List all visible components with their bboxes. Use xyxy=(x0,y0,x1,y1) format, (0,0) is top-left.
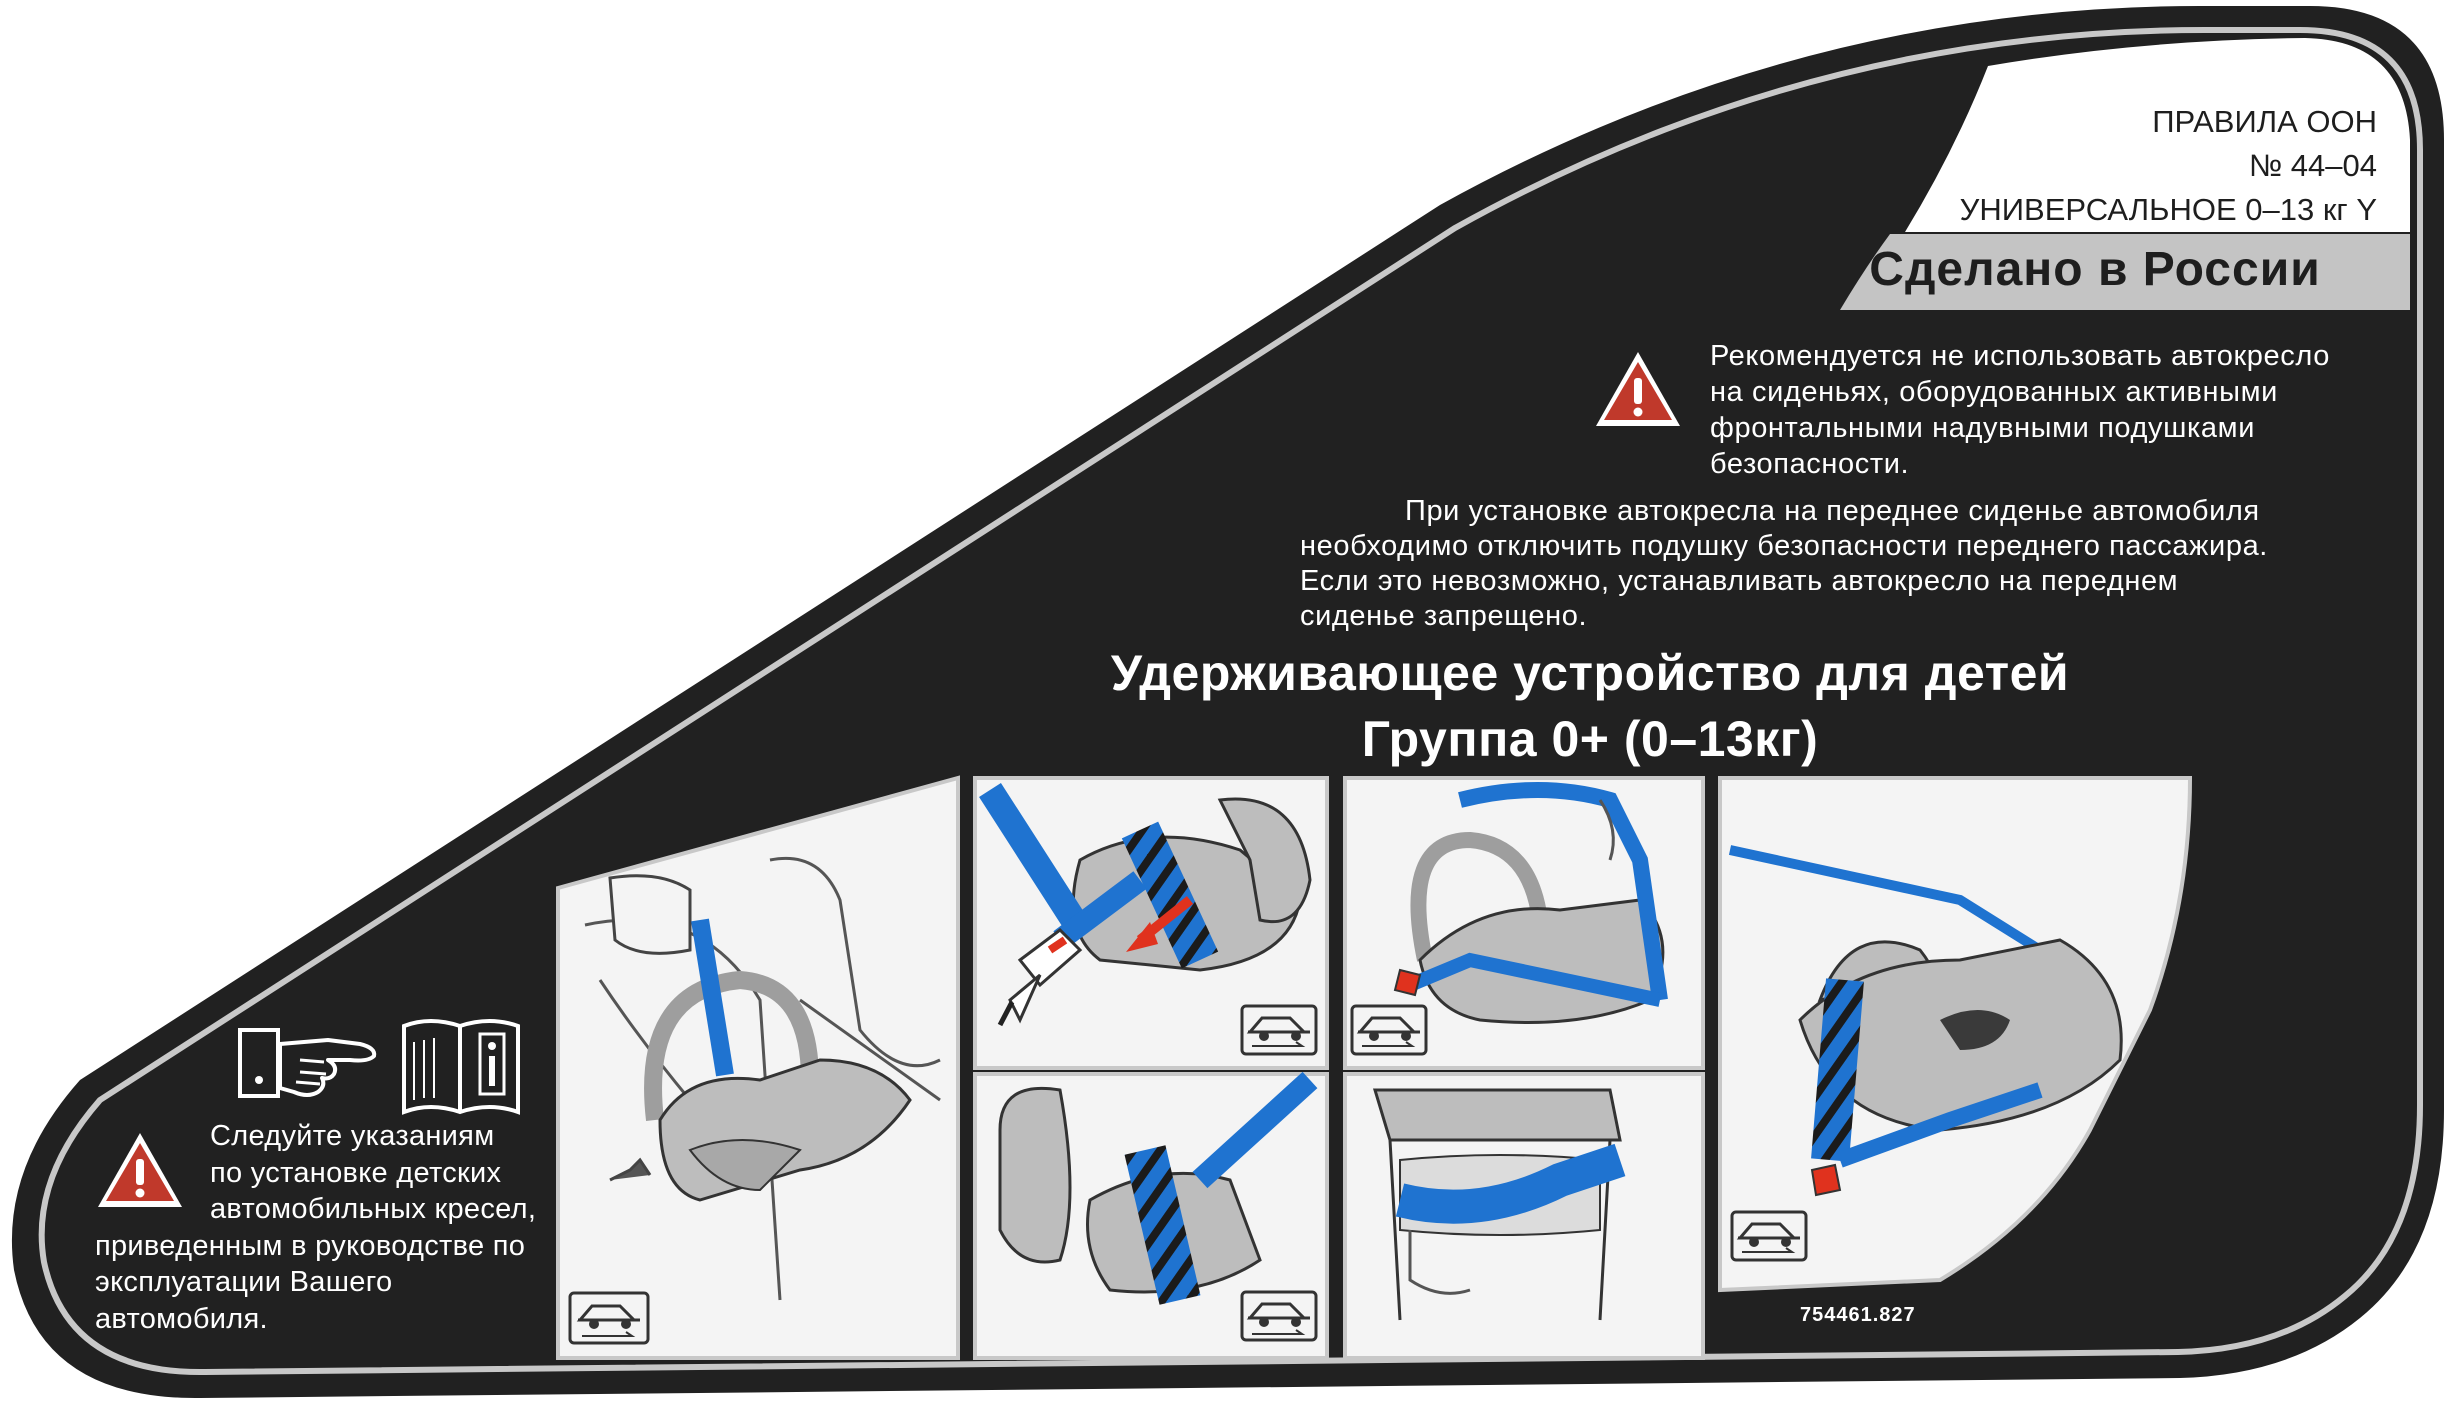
front-seat-line: Если это невозможно, устанавливать авток… xyxy=(1300,565,2179,597)
illustration-panel-1 xyxy=(556,775,960,1360)
heading-line-2: Группа 0+ (0–13кг) xyxy=(1361,711,1819,767)
top-white-region xyxy=(1905,38,2410,232)
front-seat-line: необходимо отключить подушку безопасност… xyxy=(1300,530,2268,562)
illustration-panel-2 xyxy=(973,776,1329,1070)
regulation-line-1: ПРАВИЛА ООН xyxy=(2152,104,2377,139)
illustration-panel-4 xyxy=(1343,776,1705,1070)
front-seat-line: сиденье запрещено. xyxy=(1300,600,1588,632)
instructions-note: Следуйте указаниям по установке детских … xyxy=(95,1118,555,1337)
regulation-line-2: № 44–04 xyxy=(2248,148,2377,183)
airbag-warning-line: безопасности. xyxy=(1710,448,1910,480)
pointing-hand-icon xyxy=(238,1028,377,1098)
heading-line-1: Удерживающее устройство для детей xyxy=(1110,645,2070,701)
illustration-panel-6 xyxy=(1718,776,2193,1293)
instructions-line: приведенным в руководстве по xyxy=(95,1229,526,1262)
warning-triangle-icon xyxy=(1596,352,1680,426)
instructions-line: эксплуатации Вашего xyxy=(95,1266,393,1298)
sticker-border xyxy=(38,27,2423,1376)
warning-triangle-icon xyxy=(98,1133,182,1207)
regulation-block: ПРАВИЛА ООН № 44–04 УНИВЕРСАЛЬНОЕ 0–13 к… xyxy=(1960,100,2377,232)
part-number: 754461.827 xyxy=(1800,1304,1916,1326)
airbag-warning-line: фронтальными надувными подушками xyxy=(1710,412,2255,444)
regulation-line-3: УНИВЕРСАЛЬНОЕ 0–13 кг Y xyxy=(1959,192,2377,227)
made-in-russia: Сделано в России xyxy=(1869,243,2321,296)
made-in-ribbon xyxy=(1840,234,2410,310)
front-seat-note: При установке автокресла на переднее сид… xyxy=(1300,494,2278,634)
airbag-warning-line: Рекомендуется не использовать автокресло xyxy=(1710,340,2330,372)
front-seat-line: При установке автокресла на переднее сид… xyxy=(1405,495,2260,527)
made-in-ribbon-edge xyxy=(1846,310,2410,316)
airbag-warning-line: на сиденьях, оборудованных активными xyxy=(1710,376,2278,408)
instructions-line: автомобильных кресел, xyxy=(210,1193,537,1225)
illustration-panel-3 xyxy=(973,1071,1329,1360)
main-heading: Удерживающее устройство для детей Группа… xyxy=(980,640,2200,772)
info-book-icon xyxy=(402,1019,520,1115)
illustration-panel-5 xyxy=(1343,1072,1705,1360)
instructions-line: по установке детских xyxy=(210,1156,502,1189)
airbag-warning-text: Рекомендуется не использовать автокресло… xyxy=(1710,338,2350,482)
instructions-line: автомобиля. xyxy=(95,1302,268,1335)
instructions-line: Следуйте указаниям xyxy=(210,1120,495,1152)
